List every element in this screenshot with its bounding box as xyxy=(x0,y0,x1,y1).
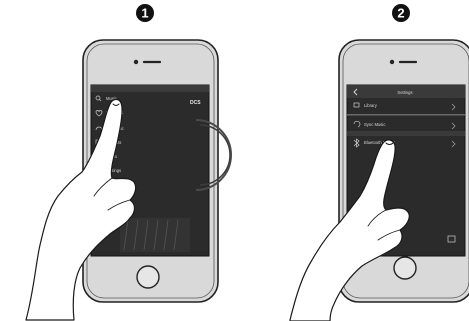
list-item-label: Sync Music xyxy=(364,122,385,127)
step-1-number: 1 xyxy=(141,6,148,21)
list-item-label: Library xyxy=(364,103,378,108)
phone-1-logo: DCS xyxy=(190,100,201,106)
step-2-number: 2 xyxy=(397,6,404,21)
phone-2-home-button[interactable] xyxy=(394,257,416,279)
phone-1-keys xyxy=(120,218,190,252)
step-1: 1 xyxy=(136,4,154,22)
phone-2-title: Settings xyxy=(397,90,412,95)
phone-1-camera xyxy=(134,60,138,64)
phone-1-status-bar xyxy=(91,85,209,92)
step-2: 2 xyxy=(392,4,410,22)
phone-1-home-button[interactable] xyxy=(137,266,159,288)
phone-2-camera xyxy=(390,60,394,64)
